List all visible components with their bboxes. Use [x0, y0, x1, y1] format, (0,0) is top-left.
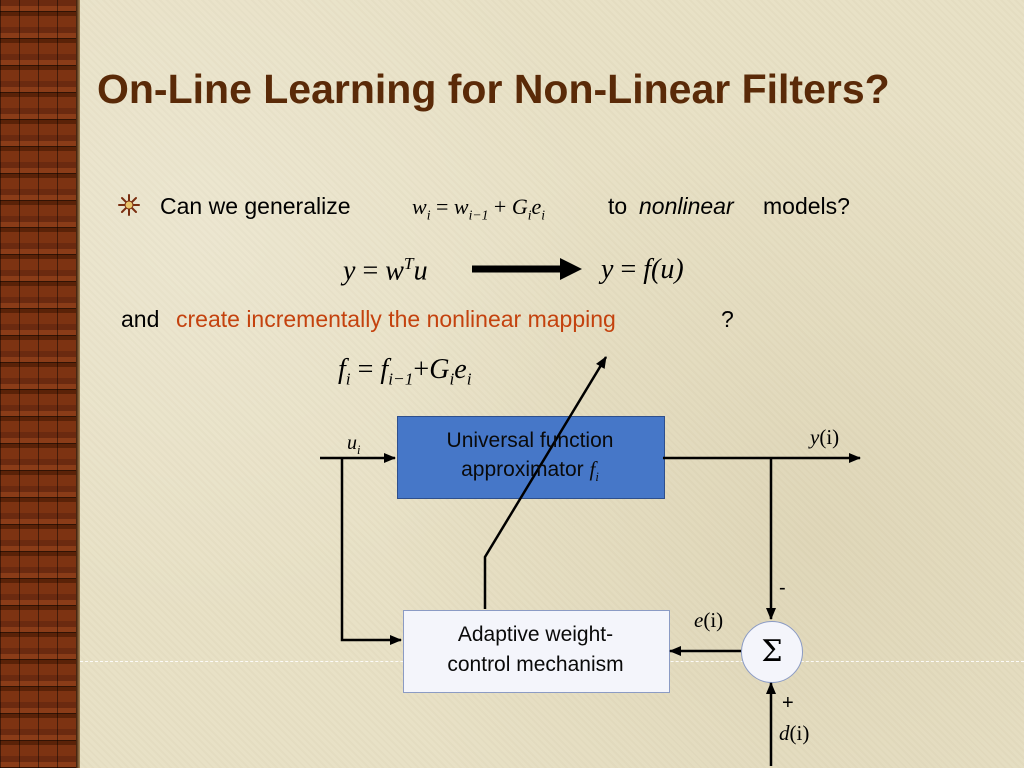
controller-label: Adaptive weight- control mechanism [403, 620, 668, 680]
bullet-prefix: Can we generalize [160, 193, 351, 219]
input-label: ui [347, 432, 361, 457]
desired-label: d(i) [779, 721, 810, 745]
bullet-mid: to [608, 193, 628, 219]
bullet-emphasis: nonlinear [639, 193, 734, 219]
minus-sign: - [779, 577, 786, 599]
strip-edge [76, 0, 80, 768]
controller-line1: Adaptive weight- [457, 623, 614, 646]
approximator-line1: Universal function [446, 429, 614, 452]
summing-junction: Σ [741, 621, 803, 683]
second-line-highlight: create incrementally the nonlinear mappi… [176, 306, 616, 332]
approximator-line2: approximator fi [461, 457, 599, 485]
approximator-label: Universal function approximator fi [397, 426, 663, 492]
controller-block [403, 610, 670, 693]
decorative-strip [0, 0, 76, 768]
second-line-suffix: ? [721, 306, 734, 332]
output-label: y(i) [810, 425, 840, 449]
controller-line2: control mechanism [447, 653, 624, 676]
slide-title: On-Line Learning for Non-Linear Filters? [97, 66, 890, 112]
bullet-suffix: models? [763, 193, 850, 219]
function-update-equation: fi = fi−1+Giei [338, 354, 472, 389]
second-line-prefix: and [121, 306, 160, 332]
starburst-bullet-icon [118, 194, 140, 216]
approximator-symbol: fi [589, 457, 599, 485]
linear-model-equation: y = wTu [343, 254, 428, 287]
plus-sign: + [782, 692, 794, 714]
linear-update-equation: wi = wi−1 + Giei [412, 194, 546, 223]
nonlinear-model-equation: y = f(u) [601, 254, 684, 285]
approximator-block [397, 416, 665, 499]
error-label: e(i) [694, 608, 724, 632]
